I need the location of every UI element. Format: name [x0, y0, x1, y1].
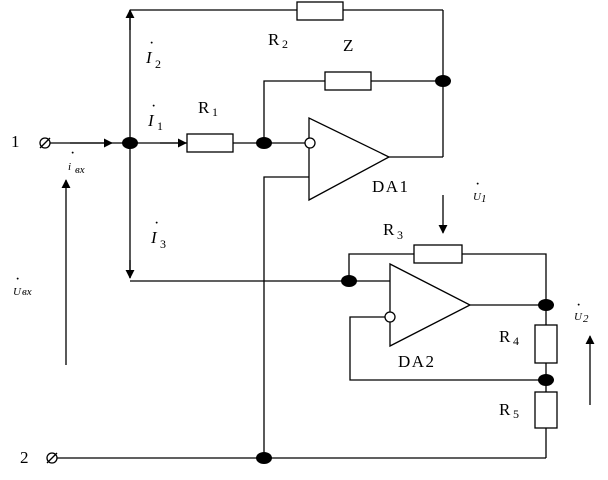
node-divider — [538, 374, 554, 386]
da1-noninv-ground-wire — [263, 176, 309, 458]
da2-noninv-feedback-wire — [349, 316, 546, 381]
svg-text:U: U — [473, 191, 482, 203]
svg-text:I: I — [147, 111, 155, 130]
opamp-da1 — [308, 116, 391, 202]
svg-text:R: R — [499, 327, 511, 346]
da1-label: DA1 — [372, 177, 410, 196]
da2-noninverting-input-marker — [384, 311, 396, 323]
svg-text:I: I — [150, 228, 158, 247]
node-da1-output — [435, 75, 451, 87]
i1-label: · I 1 — [147, 98, 163, 133]
svg-text:5: 5 — [513, 407, 519, 421]
svg-text:4: 4 — [513, 334, 519, 348]
svg-text:вх: вх — [75, 164, 85, 176]
svg-text:·: · — [15, 271, 20, 288]
node-r1-z — [256, 137, 272, 149]
svg-text:R: R — [383, 220, 395, 239]
i2-label: · I 2 — [145, 35, 161, 71]
svg-text:1: 1 — [157, 119, 163, 133]
r3-left-wire — [348, 253, 414, 281]
terminal-1-label: 1 — [11, 132, 20, 151]
r2-label: R 2 — [268, 30, 288, 51]
r3-right-wire — [462, 253, 547, 305]
svg-text:·: · — [576, 297, 581, 314]
impedance-z — [324, 71, 372, 91]
u2-label: · U 2 — [574, 297, 589, 325]
svg-text:·: · — [154, 215, 159, 232]
terminal-2-label: 2 — [20, 448, 29, 467]
resistor-r5 — [534, 391, 558, 429]
svg-text:i: i — [68, 161, 71, 173]
opamp-da2 — [389, 262, 472, 348]
i3-label: · I 3 — [150, 215, 166, 251]
svg-text:I: I — [145, 48, 153, 67]
node-input — [122, 137, 138, 149]
da2-label: DA2 — [398, 352, 436, 371]
terminal-1 — [39, 137, 51, 149]
svg-text:2: 2 — [155, 57, 161, 71]
svg-text:1: 1 — [481, 193, 487, 205]
svg-text:·: · — [151, 98, 156, 115]
uin-label: · U вх — [13, 271, 32, 298]
r5-label: R 5 — [499, 400, 519, 421]
svg-text:U: U — [574, 311, 583, 323]
resistor-r2 — [296, 1, 344, 21]
z-feedback-wire — [263, 80, 443, 143]
resistor-r3 — [413, 244, 463, 264]
node-da2-input — [341, 275, 357, 287]
node-da2-output — [538, 299, 554, 311]
z-label: Z — [343, 36, 353, 55]
svg-text:вх: вх — [22, 286, 32, 298]
svg-text:3: 3 — [397, 228, 403, 242]
svg-text:R: R — [198, 98, 210, 117]
svg-text:R: R — [268, 30, 280, 49]
svg-text:3: 3 — [160, 237, 166, 251]
r4-label: R 4 — [499, 327, 519, 348]
resistor-r4 — [534, 324, 558, 364]
svg-text:·: · — [70, 145, 75, 162]
svg-text:U: U — [13, 286, 22, 298]
node-ground — [256, 452, 272, 464]
svg-text:1: 1 — [212, 105, 218, 119]
u1-label: · U 1 — [473, 176, 487, 205]
r3-label: R 3 — [383, 220, 403, 242]
terminal-2 — [46, 452, 58, 464]
svg-text:2: 2 — [583, 313, 589, 325]
svg-text:R: R — [499, 400, 511, 419]
svg-text:·: · — [149, 35, 154, 52]
iin-label: · i вх — [68, 145, 85, 176]
svg-text:2: 2 — [282, 37, 288, 51]
svg-text:·: · — [475, 176, 480, 193]
r1-label: R 1 — [198, 98, 218, 119]
resistor-r1 — [186, 133, 234, 153]
da1-inverting-input-marker — [304, 137, 316, 149]
